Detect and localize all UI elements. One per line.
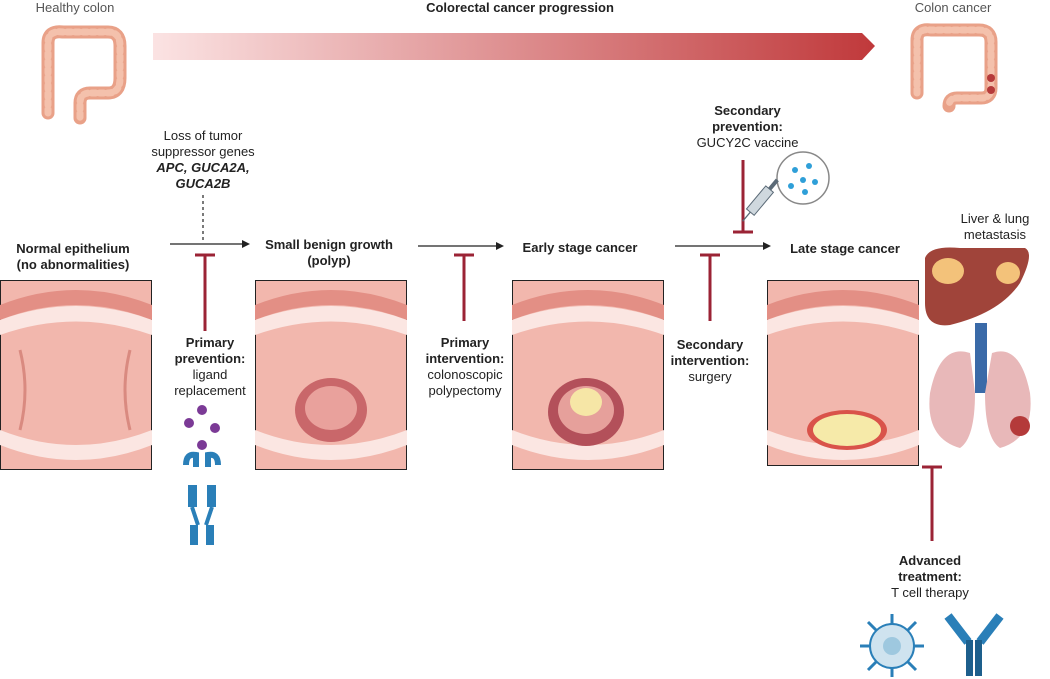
stage-normal-line-2: (no abnormalities)	[16, 257, 130, 272]
primary-intervention-desc-1: colonoscopic	[427, 367, 503, 382]
primary-prevention-label: Primary prevention: ligand replacement	[155, 335, 265, 399]
gene-line-2: suppressor genes	[151, 144, 255, 159]
progression-step-arrow-1	[170, 240, 250, 248]
vaccine-syringe-icon	[742, 151, 830, 222]
left-lung	[929, 351, 975, 448]
colon-panel-late	[767, 280, 919, 466]
primary-intervention-desc-2: polypectomy	[428, 383, 502, 398]
advanced-treatment-label: Advanced treatment: T cell therapy	[870, 553, 990, 601]
colon-cancer-label: Colon cancer	[914, 0, 992, 15]
stage-label-late: Late stage cancer	[790, 241, 900, 256]
primary-prevention-inhibitor	[195, 253, 215, 331]
liver	[925, 247, 1029, 326]
progression-arrow	[153, 33, 875, 60]
secondary-prevention-label: Secondary prevention: GUCY2C vaccine	[685, 103, 810, 151]
trachea	[975, 323, 987, 393]
antibody	[944, 613, 1004, 676]
gene-dashed-connector	[202, 195, 204, 243]
t-cell-therapy-icon	[860, 613, 1004, 677]
gene-line-1: Loss of tumor	[163, 128, 243, 143]
colon-panel-normal	[0, 280, 152, 470]
stage-label-normal: Normal epithelium (no abnormalities)	[0, 241, 146, 273]
liver-lung-metastasis-icon	[925, 247, 1031, 448]
primary-prevention-desc-1: ligand	[192, 367, 228, 382]
secondary-intervention-desc-1: surgery	[688, 369, 732, 384]
stage-label-early: Early stage cancer	[522, 240, 638, 255]
primary-intervention-label: Primary intervention: colonoscopic polyp…	[410, 335, 520, 399]
advanced-treatment-inhibitor	[922, 465, 942, 541]
gene-line-3: APC, GUCA2A,	[156, 160, 250, 175]
stage-label-polyp: Small benign growth (polyp)	[254, 237, 404, 269]
primary-intervention-inhibitor	[454, 253, 474, 321]
secondary-prevention-title-1: Secondary	[714, 103, 781, 118]
secondary-prevention-title-2: prevention:	[712, 119, 783, 134]
gene-loss-text: Loss of tumor suppressor genes APC, GUCA…	[138, 128, 268, 192]
metastasis-label: Liver & lung metastasis	[945, 211, 1045, 243]
colon-panel-polyp	[255, 280, 407, 470]
stage-polyp-line-1: Small benign growth	[265, 237, 393, 252]
primary-prevention-title-1: Primary	[185, 335, 235, 350]
healthy-colon-icon	[41, 25, 127, 125]
advanced-treatment-desc-1: T cell therapy	[891, 585, 969, 600]
progression-step-arrow-3	[675, 242, 771, 250]
colon-panel-early	[512, 280, 664, 470]
stage-normal-line-1: Normal epithelium	[16, 241, 130, 256]
metastasis-line-1: Liver & lung	[960, 211, 1030, 226]
primary-prevention-desc-2: replacement	[174, 383, 246, 398]
gene-line-4: GUCA2B	[175, 176, 231, 191]
progression-title: Colorectal cancer progression	[426, 0, 614, 15]
secondary-intervention-title-2: intervention:	[670, 353, 750, 368]
metastasis-line-2: metastasis	[963, 227, 1027, 242]
secondary-intervention-inhibitor	[700, 253, 720, 321]
progression-step-arrow-2	[418, 242, 504, 250]
primary-intervention-title-2: intervention:	[425, 351, 505, 366]
secondary-intervention-title-1: Secondary	[676, 337, 744, 352]
secondary-prevention-desc-1: GUCY2C vaccine	[696, 135, 799, 150]
advanced-treatment-title-1: Advanced	[898, 553, 962, 568]
primary-intervention-title-1: Primary	[440, 335, 490, 350]
healthy-colon-label: Healthy colon	[35, 0, 115, 15]
stage-polyp-line-2: (polyp)	[307, 253, 351, 268]
primary-prevention-title-2: prevention:	[174, 351, 246, 366]
advanced-treatment-title-2: treatment:	[898, 569, 962, 584]
cancer-colon-icon	[910, 23, 998, 113]
secondary-intervention-label: Secondary intervention: surgery	[655, 337, 765, 385]
ligand-receptor-icon	[183, 405, 221, 545]
